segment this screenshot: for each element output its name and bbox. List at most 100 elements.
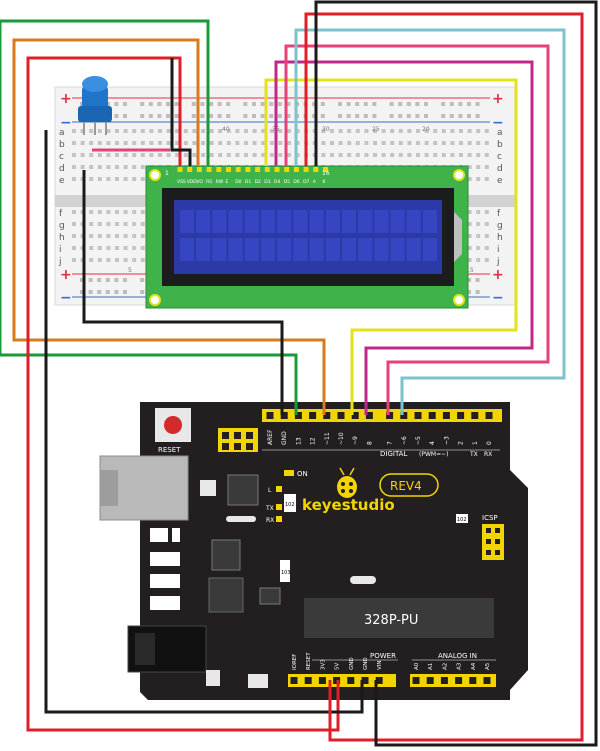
digital-header-hole[interactable] (428, 412, 436, 419)
rail-hole (277, 102, 282, 106)
power-header-hole[interactable] (347, 677, 355, 684)
digital-pin-label: 12 (310, 437, 317, 445)
breadboard-hole (72, 177, 76, 181)
rail-hole (398, 102, 403, 106)
digital-header-hole[interactable] (400, 412, 408, 419)
breadboard-hole (123, 165, 128, 169)
analog-header-hole[interactable] (426, 677, 434, 684)
rail-hole (88, 278, 93, 282)
breadboard-hole (115, 246, 119, 250)
digital-header-hole[interactable] (323, 412, 331, 419)
lcd-pin (293, 167, 299, 172)
breadboard-hole (355, 129, 360, 133)
breadboard-hole (269, 129, 274, 133)
lcd-cell (325, 210, 340, 233)
digital-header-hole[interactable] (457, 412, 465, 419)
digital-header-hole[interactable] (266, 412, 274, 419)
breadboard-hole (106, 141, 111, 145)
rail-hole (148, 114, 153, 118)
rail-hole (467, 102, 471, 106)
digital-header-hole[interactable] (294, 412, 302, 419)
reset-button[interactable] (164, 416, 182, 434)
digital-header-hole[interactable] (337, 412, 345, 419)
breadboard-hole (441, 141, 446, 145)
resistor-103 (280, 560, 290, 582)
breadboard-hole (149, 141, 154, 145)
digital-header-hole[interactable] (386, 412, 394, 419)
breadboard-hole (72, 153, 76, 157)
power-header-hole[interactable] (375, 677, 383, 684)
breadboard-hole (106, 210, 111, 214)
breadboard-hole (97, 129, 102, 133)
breadboard-hole (226, 141, 231, 145)
breadboard-hole (269, 153, 274, 157)
digital-header-hole[interactable] (309, 412, 317, 419)
power-header-hole[interactable] (361, 677, 369, 684)
power-pin-label: IOREF (292, 654, 298, 670)
breadboard-hole (338, 129, 343, 133)
rail-hole (269, 102, 274, 106)
lcd-pin-label-rw: RW (216, 179, 224, 185)
breadboard-hole (175, 129, 180, 133)
power-header-hole[interactable] (318, 677, 326, 684)
digital-header-hole[interactable] (471, 412, 479, 419)
digital-header-hole[interactable] (442, 412, 450, 419)
breadboard-hole (140, 210, 145, 214)
power-header-hole[interactable] (290, 677, 298, 684)
breadboard-hole (140, 177, 145, 181)
rail-hole (226, 102, 231, 106)
rail-hole (372, 102, 377, 106)
breadboard-hole (89, 222, 94, 226)
lcd-pin-label-d5: D5 (284, 179, 290, 185)
on-label: ON (297, 470, 308, 478)
lcd-cell (293, 238, 308, 261)
digital-header-hole[interactable] (485, 412, 493, 419)
breadboard-hole (476, 210, 481, 214)
lcd-pin (313, 167, 319, 172)
led-l (276, 486, 282, 492)
potentiometer[interactable] (78, 76, 112, 135)
analog-header-hole[interactable] (440, 677, 448, 684)
breadboard-hole (97, 153, 102, 157)
breadboard-hole (226, 129, 231, 133)
lcd-cell (212, 238, 227, 261)
breadboard-hole (398, 153, 403, 157)
pot-knob-top (82, 76, 108, 92)
digital-pin-label: 0 (486, 441, 493, 445)
breadboard-hole (97, 165, 102, 169)
breadboard-hole (123, 258, 128, 262)
breadboard-hole (89, 234, 94, 238)
breadboard-hole (132, 129, 137, 133)
breadboard-hole (89, 129, 94, 133)
analog-header-hole[interactable] (412, 677, 420, 684)
breadboard-hole (355, 141, 360, 145)
breadboard-hole (140, 222, 145, 226)
breadboard-hole (97, 141, 102, 145)
breadboard-hole (476, 129, 481, 133)
power-header-hole[interactable] (304, 677, 312, 684)
analog-header-hole[interactable] (469, 677, 477, 684)
digital-header-hole[interactable] (280, 412, 288, 419)
rail-hole (406, 114, 411, 118)
breadboard-hole (140, 234, 145, 238)
digital-header-hole[interactable] (414, 412, 422, 419)
lcd-cell (309, 238, 324, 261)
breadboard-hole (140, 258, 145, 262)
breadboard-hole (115, 210, 119, 214)
digital-header-hole[interactable] (351, 412, 359, 419)
transistor (259, 587, 281, 605)
digital-header-hole[interactable] (365, 412, 373, 419)
rail-hole (441, 102, 446, 106)
rail-hole (441, 114, 446, 118)
rail-minus-bottom-left: − (60, 290, 72, 306)
analog-header-hole[interactable] (483, 677, 491, 684)
breadboard-hole (209, 141, 214, 145)
icsp-label: ICSP (482, 514, 498, 522)
lcd-pin (187, 167, 193, 172)
on-led (284, 470, 294, 476)
analog-header-hole[interactable] (455, 677, 463, 684)
rail-hole (320, 114, 325, 118)
